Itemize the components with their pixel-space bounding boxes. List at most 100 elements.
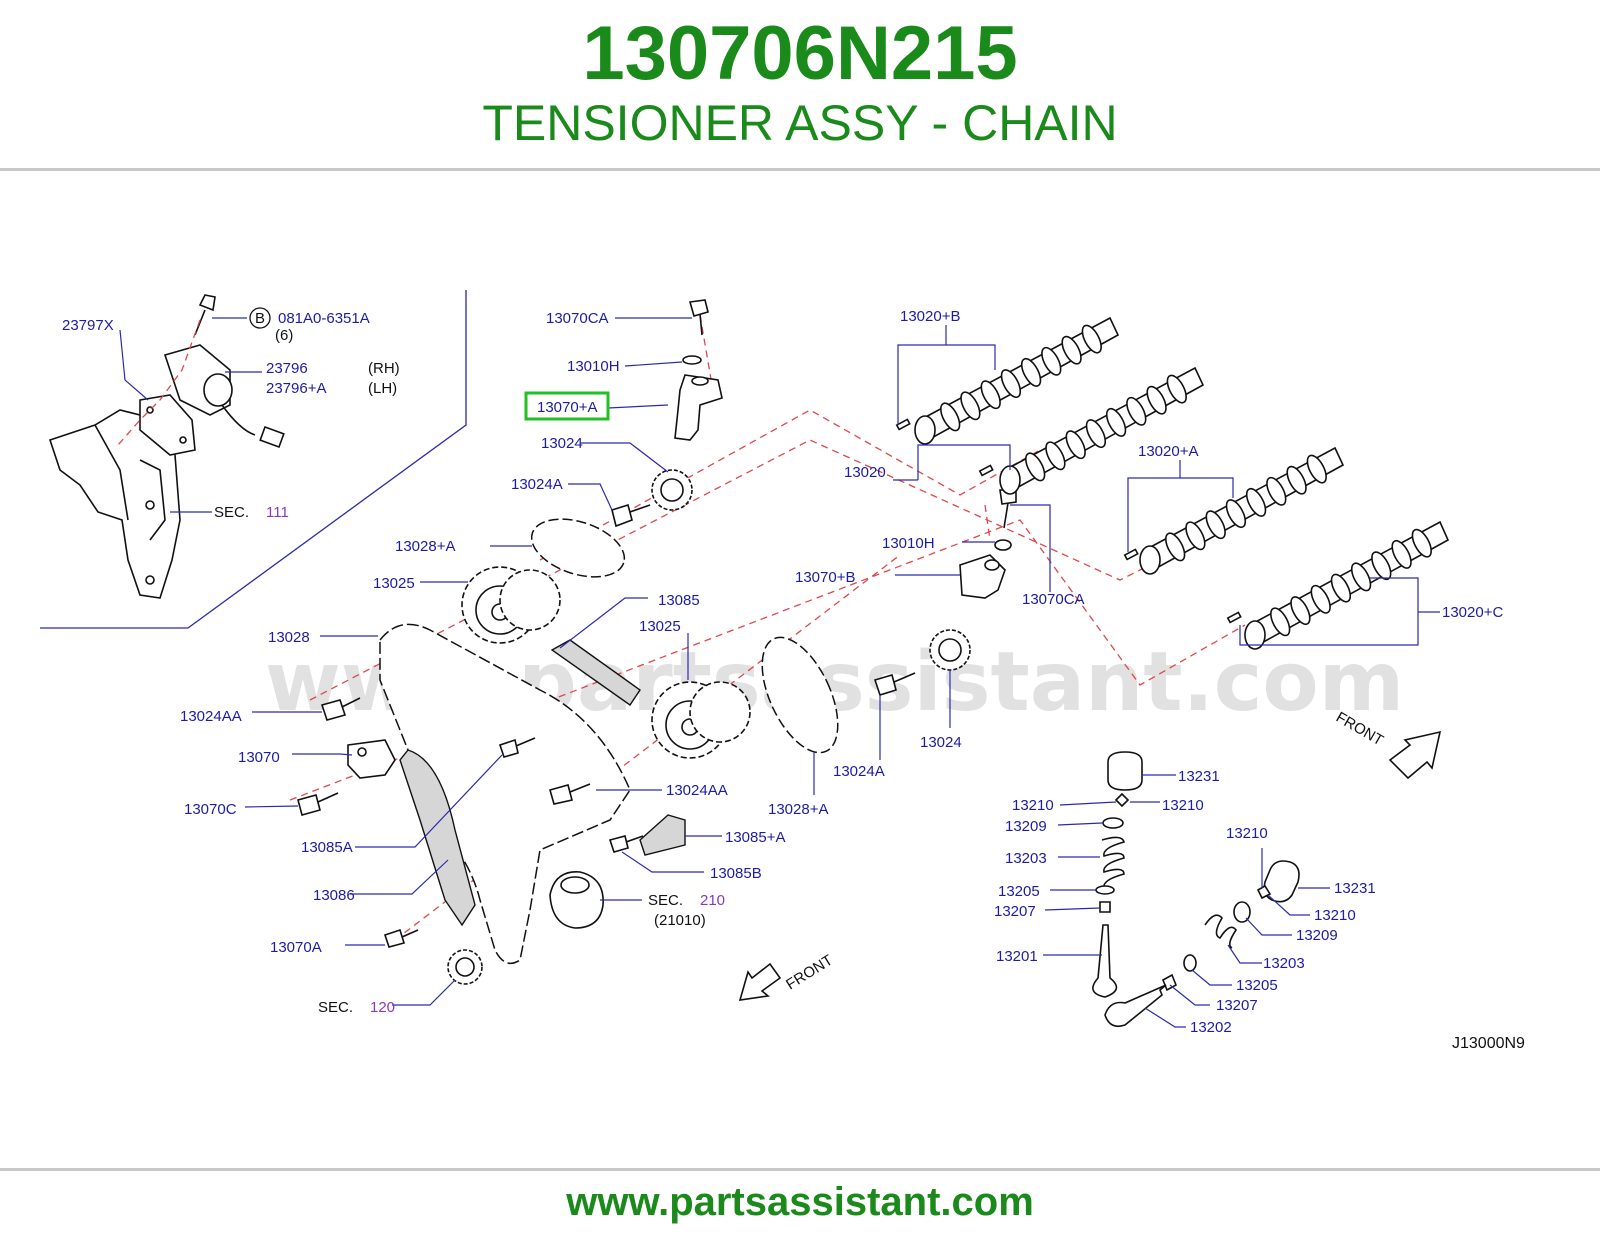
part-number-title: 130706N215 [582,11,1018,96]
bolt-13085A-drawing [498,737,536,758]
label-13205-a[interactable]: 13205 [998,883,1040,900]
bolt-callout-circle [249,307,271,329]
label-13085A[interactable]: 13085A [301,839,353,856]
cam-lobe [1126,396,1147,426]
label-13020C[interactable]: 13020+C [1442,604,1503,621]
label-13020A[interactable]: 13020+A [1138,443,1198,460]
footer-url[interactable]: www.partsassistant.com [566,1180,1034,1224]
cam-lobe [1205,510,1226,540]
label-13024-top[interactable]: 13024 [541,435,583,452]
cam-lobe [960,391,981,421]
label-23796-a[interactable]: 23796+A [266,380,326,397]
label-13070B[interactable]: 13070+B [795,569,855,586]
label-13028A-bottom[interactable]: 13028+A [768,801,828,818]
sprocket-13024-top-drawing [651,469,693,511]
cam-lobe [1045,441,1066,471]
cam-lobe [1270,607,1291,637]
dowel-pin-2 [978,464,994,477]
label-13203-a[interactable]: 13203 [1005,850,1047,867]
cam-lobe [1020,357,1042,387]
timing-cover-drawing [48,409,181,599]
inset-frame [40,290,467,629]
label-13085[interactable]: 13085 [658,592,700,609]
cam-lobe [1391,539,1412,569]
label-13202[interactable]: 13202 [1190,1019,1232,1036]
label-13209-b[interactable]: 13209 [1296,927,1338,944]
diagram-code: J13000N9 [1452,1035,1525,1052]
sprocket-13025-mid-drawing [651,681,751,759]
label-13205-b[interactable]: 13205 [1236,977,1278,994]
label-13231-a[interactable]: 13231 [1178,768,1220,785]
label-13024A-bottom[interactable]: 13024A [833,763,885,780]
label-13210-c[interactable]: 13210 [1226,825,1268,842]
valve-set-upper-drawing [1092,751,1143,998]
label-13070CA-top[interactable]: 13070CA [546,310,609,327]
label-13210-d[interactable]: 13210 [1314,907,1356,924]
label-13201[interactable]: 13201 [996,948,1038,965]
cam-lobe [980,380,1001,410]
dowel-pin-1 [895,418,911,431]
label-sec-210[interactable]: 210 [700,892,725,909]
cam-lobe [1085,419,1107,449]
slack-guide-13086-drawing [399,749,476,927]
label-13085B[interactable]: 13085B [710,865,762,882]
oil-pump-drawing [549,871,604,929]
label-13028A-top[interactable]: 13028+A [395,538,455,555]
label-13070A[interactable]: 13070A [270,939,322,956]
label-13024-bottom[interactable]: 13024 [920,734,962,751]
bolt-13024A-top-drawing [611,503,651,528]
label-13207-b[interactable]: 13207 [1216,997,1258,1014]
label-13086[interactable]: 13086 [313,887,355,904]
label-13010H-top[interactable]: 13010H [567,358,620,375]
label-13207-a[interactable]: 13207 [994,903,1036,920]
label-sec-111-prefix: SEC. [214,504,249,521]
cam-lobe [1025,452,1046,482]
front-arrow-left-icon [738,962,782,1001]
cam-lobe [1166,374,1187,404]
bolt-13024AA-mid-drawing [549,783,591,805]
label-23796[interactable]: 23796 [266,360,308,377]
label-13070C[interactable]: 13070C [184,801,237,818]
label-13024AA-left[interactable]: 13024AA [180,708,242,725]
label-13024AA-mid[interactable]: 13024AA [666,782,728,799]
label-21010: (21010) [654,912,706,929]
label-sec-120[interactable]: 120 [370,999,395,1016]
chain-guide-13085A-drawing [639,814,686,856]
label-sec-111[interactable]: 111 [266,504,289,521]
cam-lobe [1165,532,1186,562]
label-13025-left[interactable]: 13025 [373,575,415,592]
label-sec-210-prefix: SEC. [648,892,683,909]
bolt-13024AA-left-drawing [320,697,361,721]
label-qty-6: (6) [275,327,293,344]
label-13070CA-mid[interactable]: 13070CA [1022,591,1085,608]
chain-13028A-top-drawing [530,518,626,578]
label-081A0-6351A[interactable]: 081A0-6351A [278,310,370,327]
label-23797X[interactable]: 23797X [62,317,114,334]
tensioner-13070B-drawing [959,554,1006,599]
label-13024A-top[interactable]: 13024A [511,476,563,493]
label-13070[interactable]: 13070 [238,749,280,766]
label-13028[interactable]: 13028 [268,629,310,646]
label-13085A-plus[interactable]: 13085+A [725,829,785,846]
label-13231-b[interactable]: 13231 [1334,880,1376,897]
label-13070A-highlighted[interactable]: 13070+A [537,399,597,416]
label-13203-b[interactable]: 13203 [1263,955,1305,972]
bolt-13070CA-top-drawing [688,299,709,336]
label-13210-b[interactable]: 13210 [1162,797,1204,814]
washer-13010H-mid-drawing [994,539,1012,551]
chain-13028A-bottom-drawing [761,636,839,754]
label-13020[interactable]: 13020 [844,464,886,481]
dowel-pin-4 [1226,611,1242,624]
cam-lobe [1245,487,1267,517]
label-13210-a[interactable]: 13210 [1012,797,1054,814]
label-13025-mid[interactable]: 13025 [639,618,681,635]
label-13209-a[interactable]: 13209 [1005,818,1047,835]
bracket-drawing [139,394,196,456]
cam-lobe [1411,528,1432,558]
label-13020B[interactable]: 13020+B [900,308,960,325]
washer-13010H-top-drawing [682,355,702,365]
label-13010H-mid[interactable]: 13010H [882,535,935,552]
bolt-13070C-drawing [297,792,339,816]
tensioner-13070A-drawing [674,374,723,441]
valve-set-lower-drawing [1104,860,1300,1028]
